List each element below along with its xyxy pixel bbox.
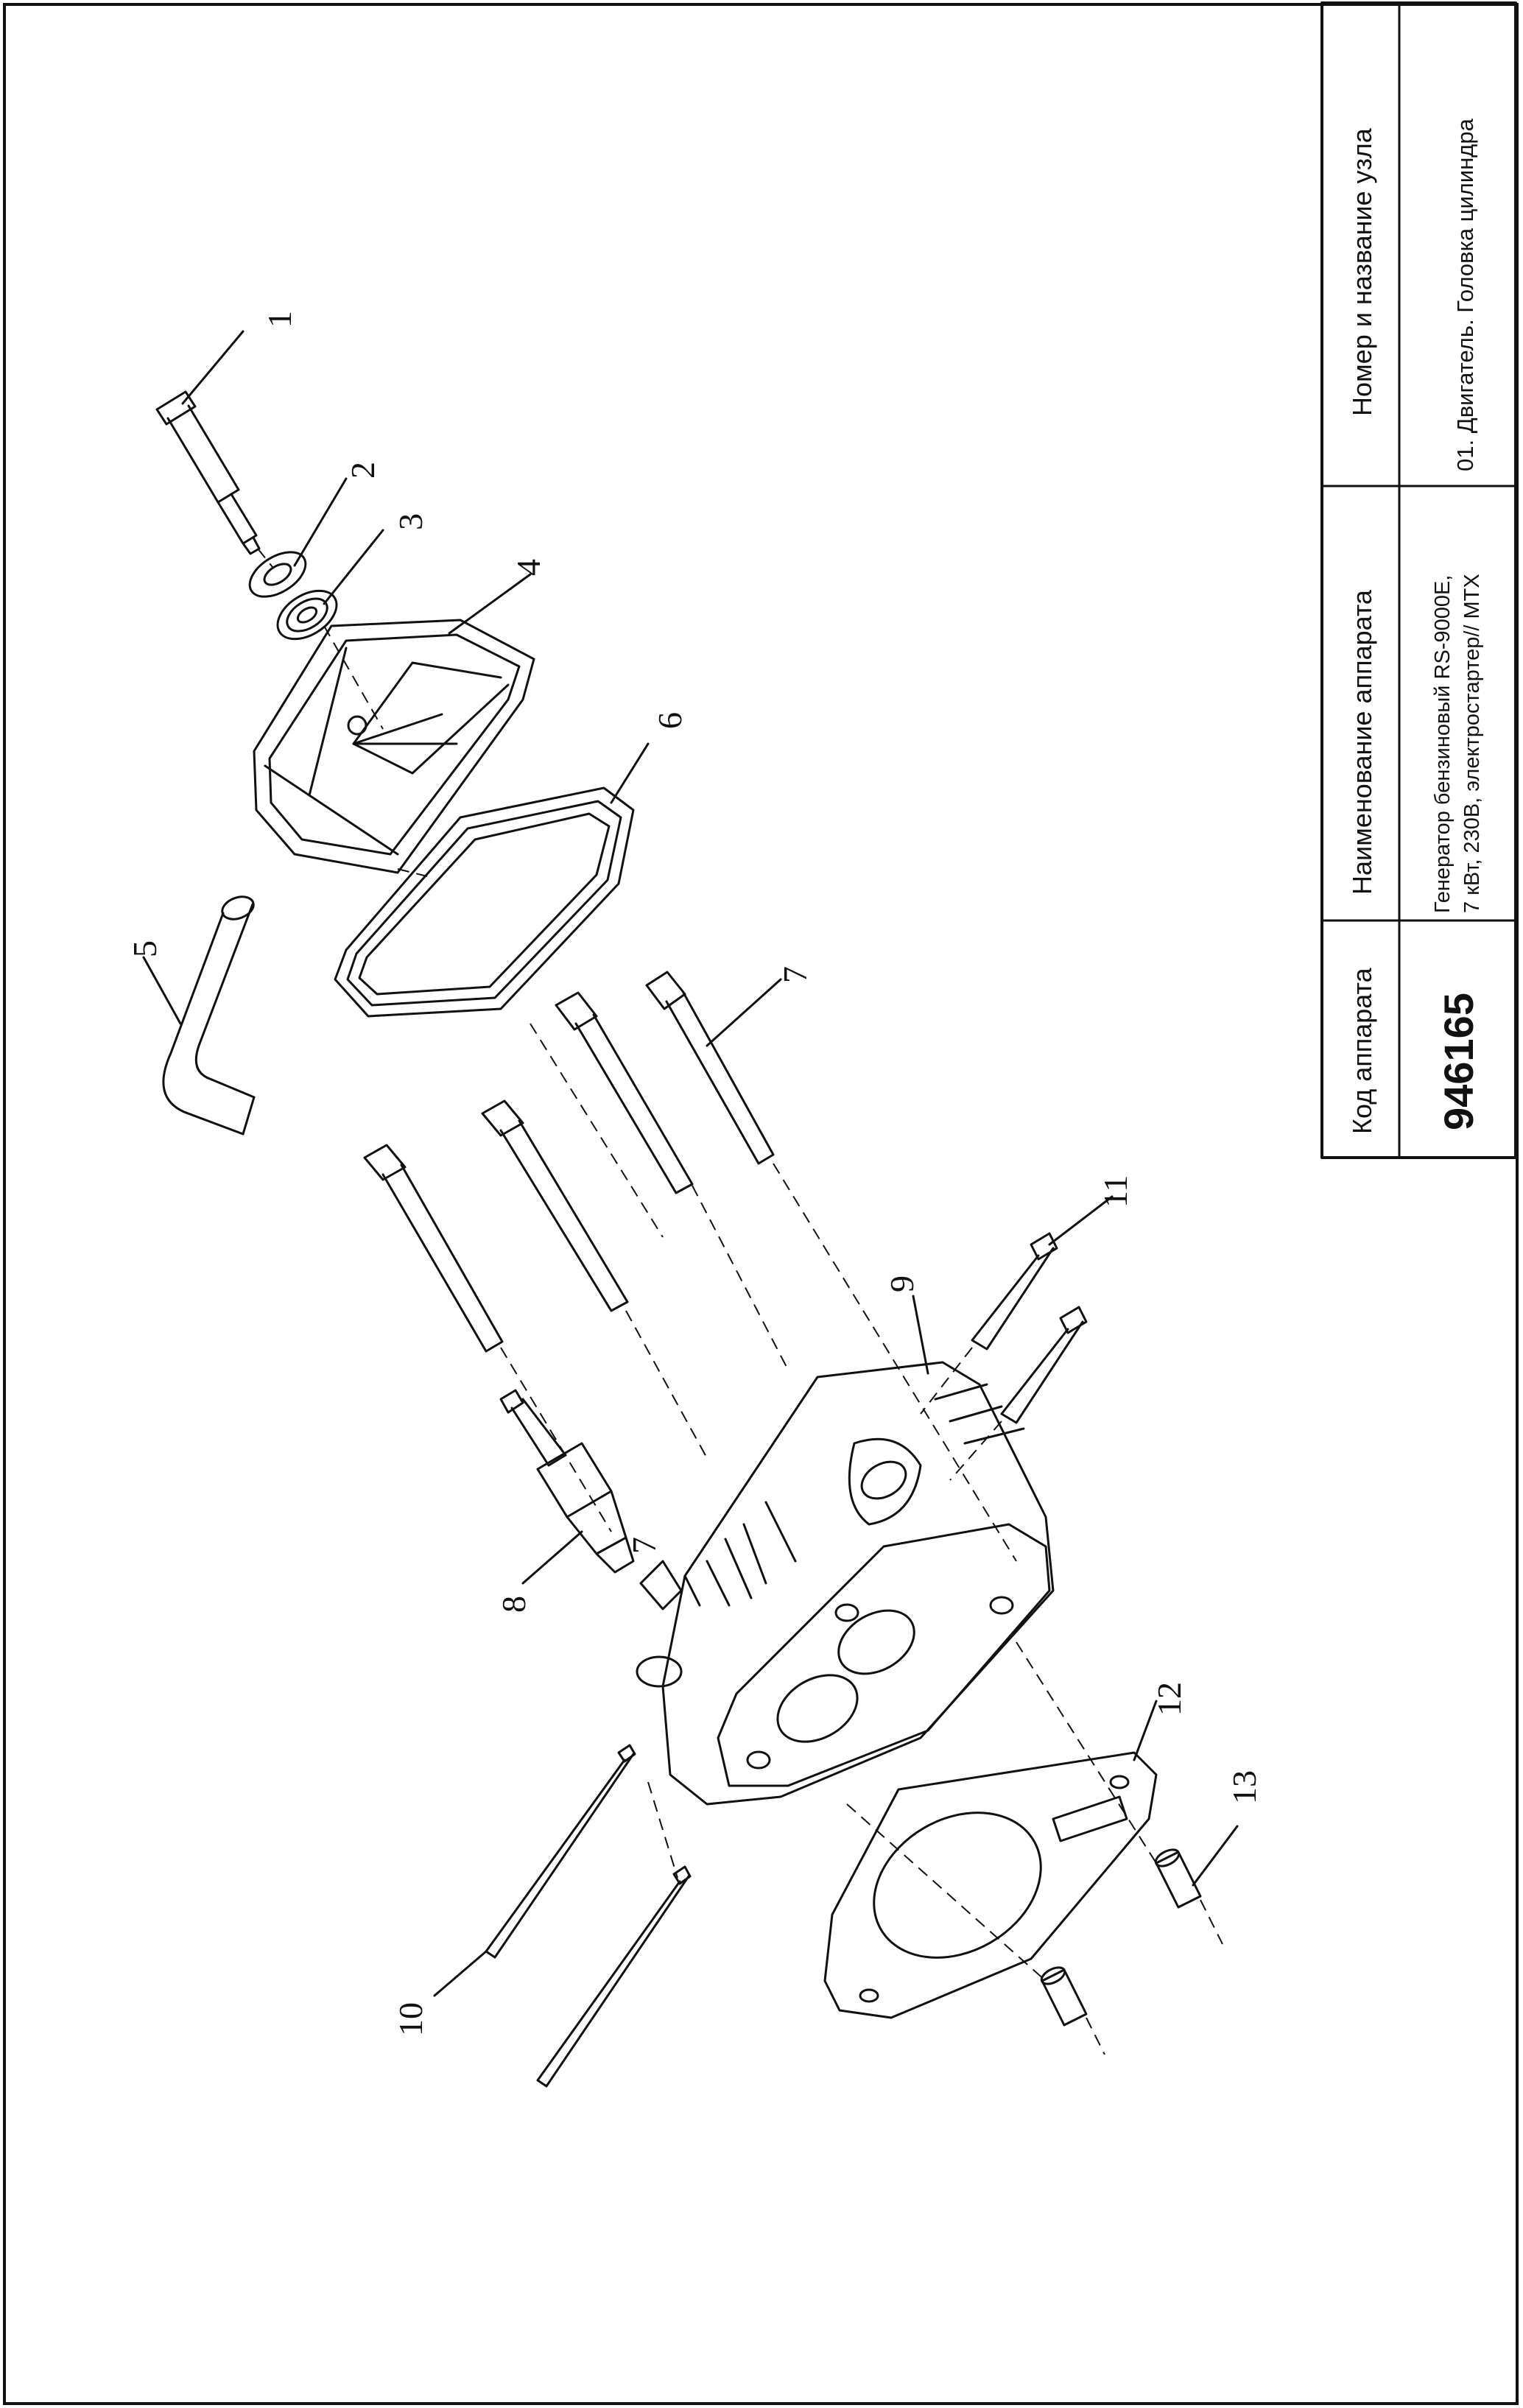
unit-value: 01. Двигатель. Головка цилиндра — [1452, 118, 1478, 471]
leader-5 — [142, 956, 182, 1025]
leader-7a — [706, 978, 782, 1047]
part-4-valve-cover — [253, 619, 535, 874]
callout-12: 12 — [1150, 1682, 1188, 1716]
leader-11 — [1048, 1195, 1114, 1246]
part-8-spark-plug — [499, 1389, 635, 1574]
part-7-bolt-a — [645, 971, 775, 1165]
part-13-dowel-pin-b — [1040, 1966, 1088, 2027]
part-10-push-rod-a — [485, 1744, 636, 1959]
part-11-valve-b — [1000, 1306, 1088, 1424]
leader-1 — [181, 330, 245, 405]
leader-9 — [912, 1295, 929, 1375]
callout-5: 5 — [126, 940, 163, 957]
callout-11: 11 — [1097, 1175, 1134, 1208]
part-1-bolt — [155, 390, 261, 555]
leader-6 — [610, 742, 650, 804]
part-7-bolt-d — [363, 1144, 504, 1353]
device-name-line1: Генератор бензиновый RS-9000E, — [1431, 575, 1455, 913]
callout-4: 4 — [510, 559, 547, 576]
leader-10 — [433, 1950, 488, 1997]
device-name-line2: 7 кВт, 230В, электростартер// MTX — [1460, 574, 1484, 913]
leader-13 — [1192, 1825, 1239, 1887]
assembly-axes — [257, 548, 1223, 2055]
leader-8 — [521, 1530, 583, 1585]
leader-2 — [293, 477, 348, 567]
part-12-head-gasket — [823, 1751, 1158, 2019]
callout-7a: 7 — [776, 966, 814, 983]
callout-7b: 7 — [625, 1537, 663, 1554]
callout-6: 6 — [651, 712, 689, 729]
callout-2: 2 — [344, 462, 381, 479]
device-name-label: Наименование аппарата — [1347, 589, 1377, 895]
part-2-washer — [248, 551, 307, 598]
part-13-dowel-pin-a — [1154, 1848, 1202, 1909]
part-6-gasket — [334, 786, 635, 1018]
callout-8: 8 — [495, 1596, 532, 1613]
code-value: 946165 — [1435, 993, 1482, 1130]
part-7-bolt-b — [555, 991, 694, 1194]
title-block-text: Код аппарата 946165 Наименование аппарат… — [1347, 118, 1484, 1134]
leader-4 — [448, 573, 532, 635]
leader-3 — [323, 529, 384, 605]
part-7-bolt-c — [481, 1099, 629, 1312]
callout-3: 3 — [392, 513, 429, 530]
callout-13: 13 — [1225, 1770, 1263, 1804]
drawing-frame — [3, 3, 1519, 2405]
title-block — [1320, 1, 1517, 1159]
callouts: 1 2 3 4 5 6 7 7 8 9 10 11 12 13 — [126, 311, 1263, 2036]
part-9-cylinder-head — [636, 1361, 1055, 1806]
callout-1: 1 — [261, 311, 298, 328]
part-10-push-rod-b — [536, 1865, 692, 2088]
unit-label: Номер и название узла — [1347, 127, 1377, 416]
part-11-valve-a — [971, 1232, 1058, 1351]
callout-9: 9 — [883, 1275, 921, 1292]
callout-10: 10 — [392, 2002, 429, 2036]
code-label: Код аппарата — [1347, 967, 1377, 1134]
part-5-breather-tube — [162, 895, 256, 1136]
leader-12 — [1133, 1700, 1158, 1761]
